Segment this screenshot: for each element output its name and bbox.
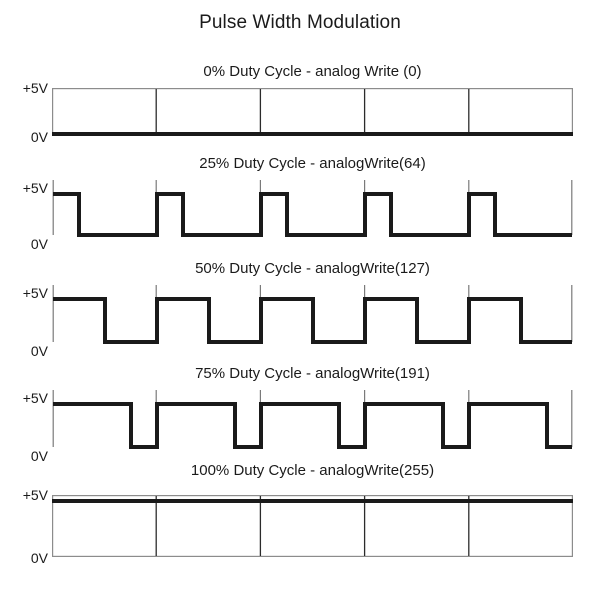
waveform-plot-duty-100 — [52, 495, 573, 557]
waveform-plot-duty-0 — [52, 88, 573, 136]
axis-labels: +5V 0V — [0, 390, 48, 464]
axis-labels: +5V 0V — [0, 180, 48, 252]
waveform-subtitle: 50% Duty Cycle - analogWrite(127) — [195, 260, 430, 277]
axis-label-high: +5V — [22, 80, 48, 96]
axis-label-low: 0V — [30, 448, 48, 464]
waveform-trace — [53, 192, 572, 237]
axis-labels: +5V 0V — [0, 487, 48, 566]
waveform-subtitle: 100% Duty Cycle - analogWrite(255) — [190, 462, 435, 479]
page-title: Pulse Width Modulation — [199, 12, 401, 33]
waveform-row-duty-0: 0% Duty Cycle - analog Write (0) +5V 0V — [0, 63, 600, 148]
waveform-svg — [52, 285, 573, 344]
axis-label-high: +5V — [22, 180, 48, 196]
axis-label-low: 0V — [30, 236, 48, 252]
waveform-row-duty-100: 100% Duty Cycle - analogWrite(255) +5V 0… — [0, 462, 600, 566]
waveform-svg — [52, 88, 573, 136]
waveform-subtitle: 75% Duty Cycle - analogWrite(191) — [195, 365, 430, 382]
waveform-plot-duty-25 — [52, 180, 573, 243]
waveform-trace — [53, 297, 572, 344]
axis-label-low: 0V — [30, 343, 48, 359]
axis-label-high: +5V — [22, 487, 48, 503]
waveform-svg — [52, 180, 573, 237]
axis-labels: +5V 0V — [0, 285, 48, 359]
axis-label-high: +5V — [22, 285, 48, 301]
axis-labels: +5V 0V — [0, 80, 48, 145]
waveform-plot-duty-75 — [52, 390, 573, 455]
axis-label-low: 0V — [30, 129, 48, 145]
axis-label-low: 0V — [30, 550, 48, 566]
waveform-row-duty-50: 50% Duty Cycle - analogWrite(127) +5V 0V — [0, 260, 600, 359]
gridlines — [155, 496, 470, 556]
waveform-svg — [52, 495, 573, 557]
plot-frame — [52, 88, 573, 136]
plot-frame — [52, 495, 573, 557]
waveform-plot-duty-50 — [52, 285, 573, 350]
waveform-row-duty-75: 75% Duty Cycle - analogWrite(191) +5V 0V — [0, 365, 600, 464]
waveform-svg — [52, 390, 573, 449]
waveform-subtitle: 25% Duty Cycle - analogWrite(64) — [199, 155, 426, 172]
gridlines — [155, 89, 470, 135]
axis-label-high: +5V — [22, 390, 48, 406]
waveform-subtitle: 0% Duty Cycle - analog Write (0) — [203, 63, 422, 80]
waveform-row-duty-25: 25% Duty Cycle - analogWrite(64) +5V 0V — [0, 155, 600, 252]
waveform-trace — [53, 402, 572, 449]
